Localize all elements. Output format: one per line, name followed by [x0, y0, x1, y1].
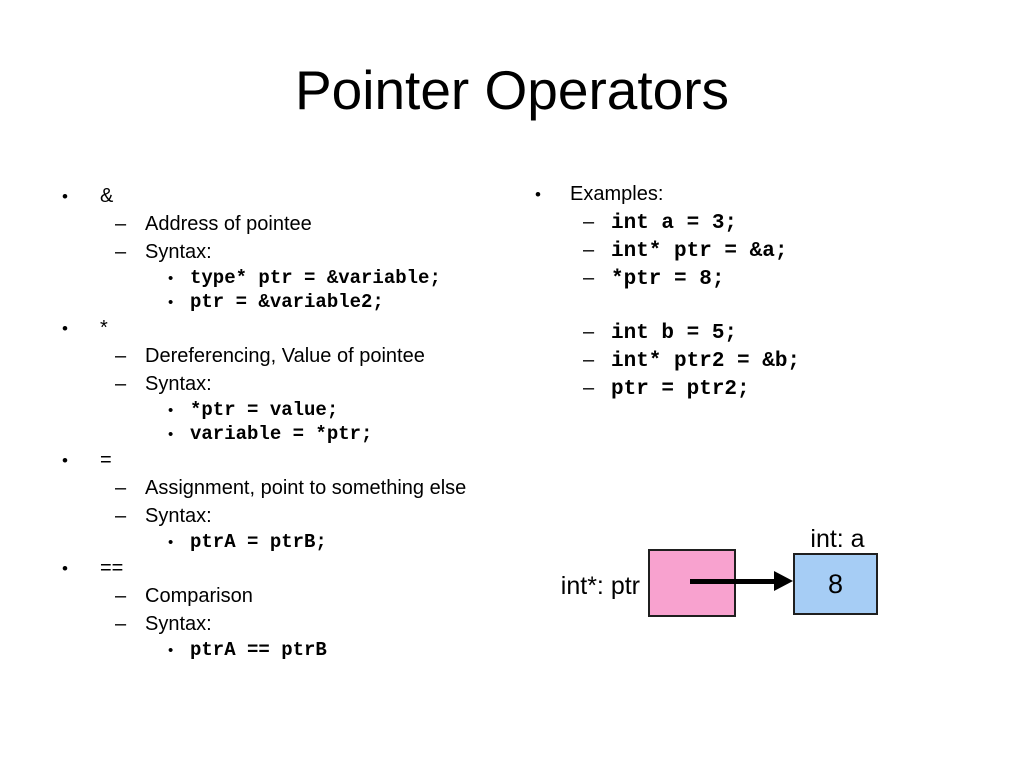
- list-item-text: Syntax:: [145, 505, 212, 527]
- dash-icon: –: [583, 267, 595, 289]
- list-item-text: Examples:: [570, 183, 664, 205]
- variable-value: 8: [827, 568, 844, 599]
- list-item: •&: [62, 182, 532, 210]
- list-item: •=: [62, 446, 532, 474]
- list-item-text: *ptr = value;: [190, 399, 339, 421]
- list-item-text: =: [100, 449, 112, 471]
- bullet-icon: •: [168, 534, 174, 551]
- list-item: • ptrA = ptrB;: [62, 530, 532, 554]
- variable-box-label: int: a: [810, 525, 865, 553]
- list-item: –Comparison: [62, 582, 532, 610]
- list-item: • ptr = &variable2;: [62, 290, 532, 314]
- bullet-icon: •: [62, 559, 68, 578]
- dash-icon: –: [115, 241, 127, 263]
- list-item-text: Syntax:: [145, 373, 212, 395]
- list-item-text: ptr = &variable2;: [190, 291, 384, 313]
- dash-icon: –: [115, 585, 127, 607]
- bullet-icon: •: [168, 642, 174, 659]
- pointer-arrow-line: [690, 579, 778, 584]
- list-item-text: type* ptr = &variable;: [190, 267, 441, 289]
- list-item: –Address of pointee: [62, 210, 532, 238]
- list-item-text: Dereferencing, Value of pointee: [145, 345, 425, 367]
- list-item-text: variable = *ptr;: [190, 423, 373, 445]
- list-item: • type* ptr = &variable;: [62, 266, 532, 290]
- list-item: –int* ptr2 = &b;: [535, 346, 985, 374]
- list-item-text: Assignment, point to something else: [145, 477, 467, 499]
- list-item: –int b = 5;: [535, 318, 985, 346]
- dash-icon: –: [115, 345, 127, 367]
- list-item: –ptr = ptr2;: [535, 374, 985, 402]
- list-item: • Examples:: [535, 180, 985, 208]
- list-item: • variable = *ptr;: [62, 422, 532, 446]
- list-item-text: ptrA == ptrB: [190, 639, 327, 661]
- list-item-text: int b = 5;: [611, 322, 738, 345]
- list-item-text: int* ptr2 = &b;: [611, 350, 801, 373]
- list-item-text: *: [100, 317, 108, 339]
- pointer-arrow-head-icon: [774, 571, 793, 591]
- list-item-text: Syntax:: [145, 613, 212, 635]
- bullet-icon: •: [168, 402, 174, 419]
- bullet-icon: •: [62, 187, 68, 206]
- bullet-icon: •: [168, 270, 174, 287]
- list-item-text: int* ptr = &a;: [611, 240, 788, 263]
- dash-icon: –: [583, 321, 595, 343]
- list-item-text: Syntax:: [145, 241, 212, 263]
- variable-box: 8: [793, 553, 878, 615]
- dash-icon: –: [583, 349, 595, 371]
- list-item: –Syntax:: [62, 502, 532, 530]
- pointer-box-label: int*: ptr: [560, 572, 640, 600]
- bullet-icon: •: [535, 185, 541, 204]
- bullet-icon: •: [62, 319, 68, 338]
- list-item: •*: [62, 314, 532, 342]
- list-item: • ==: [62, 554, 532, 582]
- list-item-text: ptrA = ptrB;: [190, 531, 327, 553]
- list-item: • *ptr = value;: [62, 398, 532, 422]
- list-item: –Dereferencing, Value of pointee: [62, 342, 532, 370]
- bullet-icon: •: [168, 294, 174, 311]
- list-item-text: *ptr = 8;: [611, 268, 725, 291]
- list-item: –Syntax:: [62, 238, 532, 266]
- slide-title: Pointer Operators: [294, 59, 730, 121]
- dash-icon: –: [115, 613, 127, 635]
- bullet-icon: •: [62, 451, 68, 470]
- list-item: –Assignment, point to something else: [62, 474, 532, 502]
- list-item-text: ==: [100, 557, 124, 579]
- dash-icon: –: [115, 373, 127, 395]
- dash-icon: –: [583, 211, 595, 233]
- list-item: –Syntax:: [62, 610, 532, 638]
- list-item-text: &: [100, 185, 114, 207]
- list-item-text: Address of pointee: [145, 213, 312, 235]
- list-item-text: ptr = ptr2;: [611, 378, 750, 401]
- dash-icon: –: [115, 477, 127, 499]
- list-item: –Syntax:: [62, 370, 532, 398]
- dash-icon: –: [583, 377, 595, 399]
- list-item-text: Comparison: [145, 585, 253, 607]
- list-item-text: int a = 3;: [611, 212, 738, 235]
- dash-icon: –: [115, 213, 127, 235]
- examples-bullet-list: •Examples:–int a = 3;–int* ptr = &a;–*pt…: [535, 180, 985, 402]
- list-item: –int a = 3;: [535, 208, 985, 236]
- list-item: • ptrA == ptrB: [62, 638, 532, 662]
- dash-icon: –: [583, 239, 595, 261]
- list-spacer: [535, 292, 985, 318]
- dash-icon: –: [115, 505, 127, 527]
- operators-bullet-list: •&–Address of pointee–Syntax:•type* ptr …: [62, 182, 532, 662]
- bullet-icon: •: [168, 426, 174, 443]
- list-item: –int* ptr = &a;: [535, 236, 985, 264]
- list-item: –*ptr = 8;: [535, 264, 985, 292]
